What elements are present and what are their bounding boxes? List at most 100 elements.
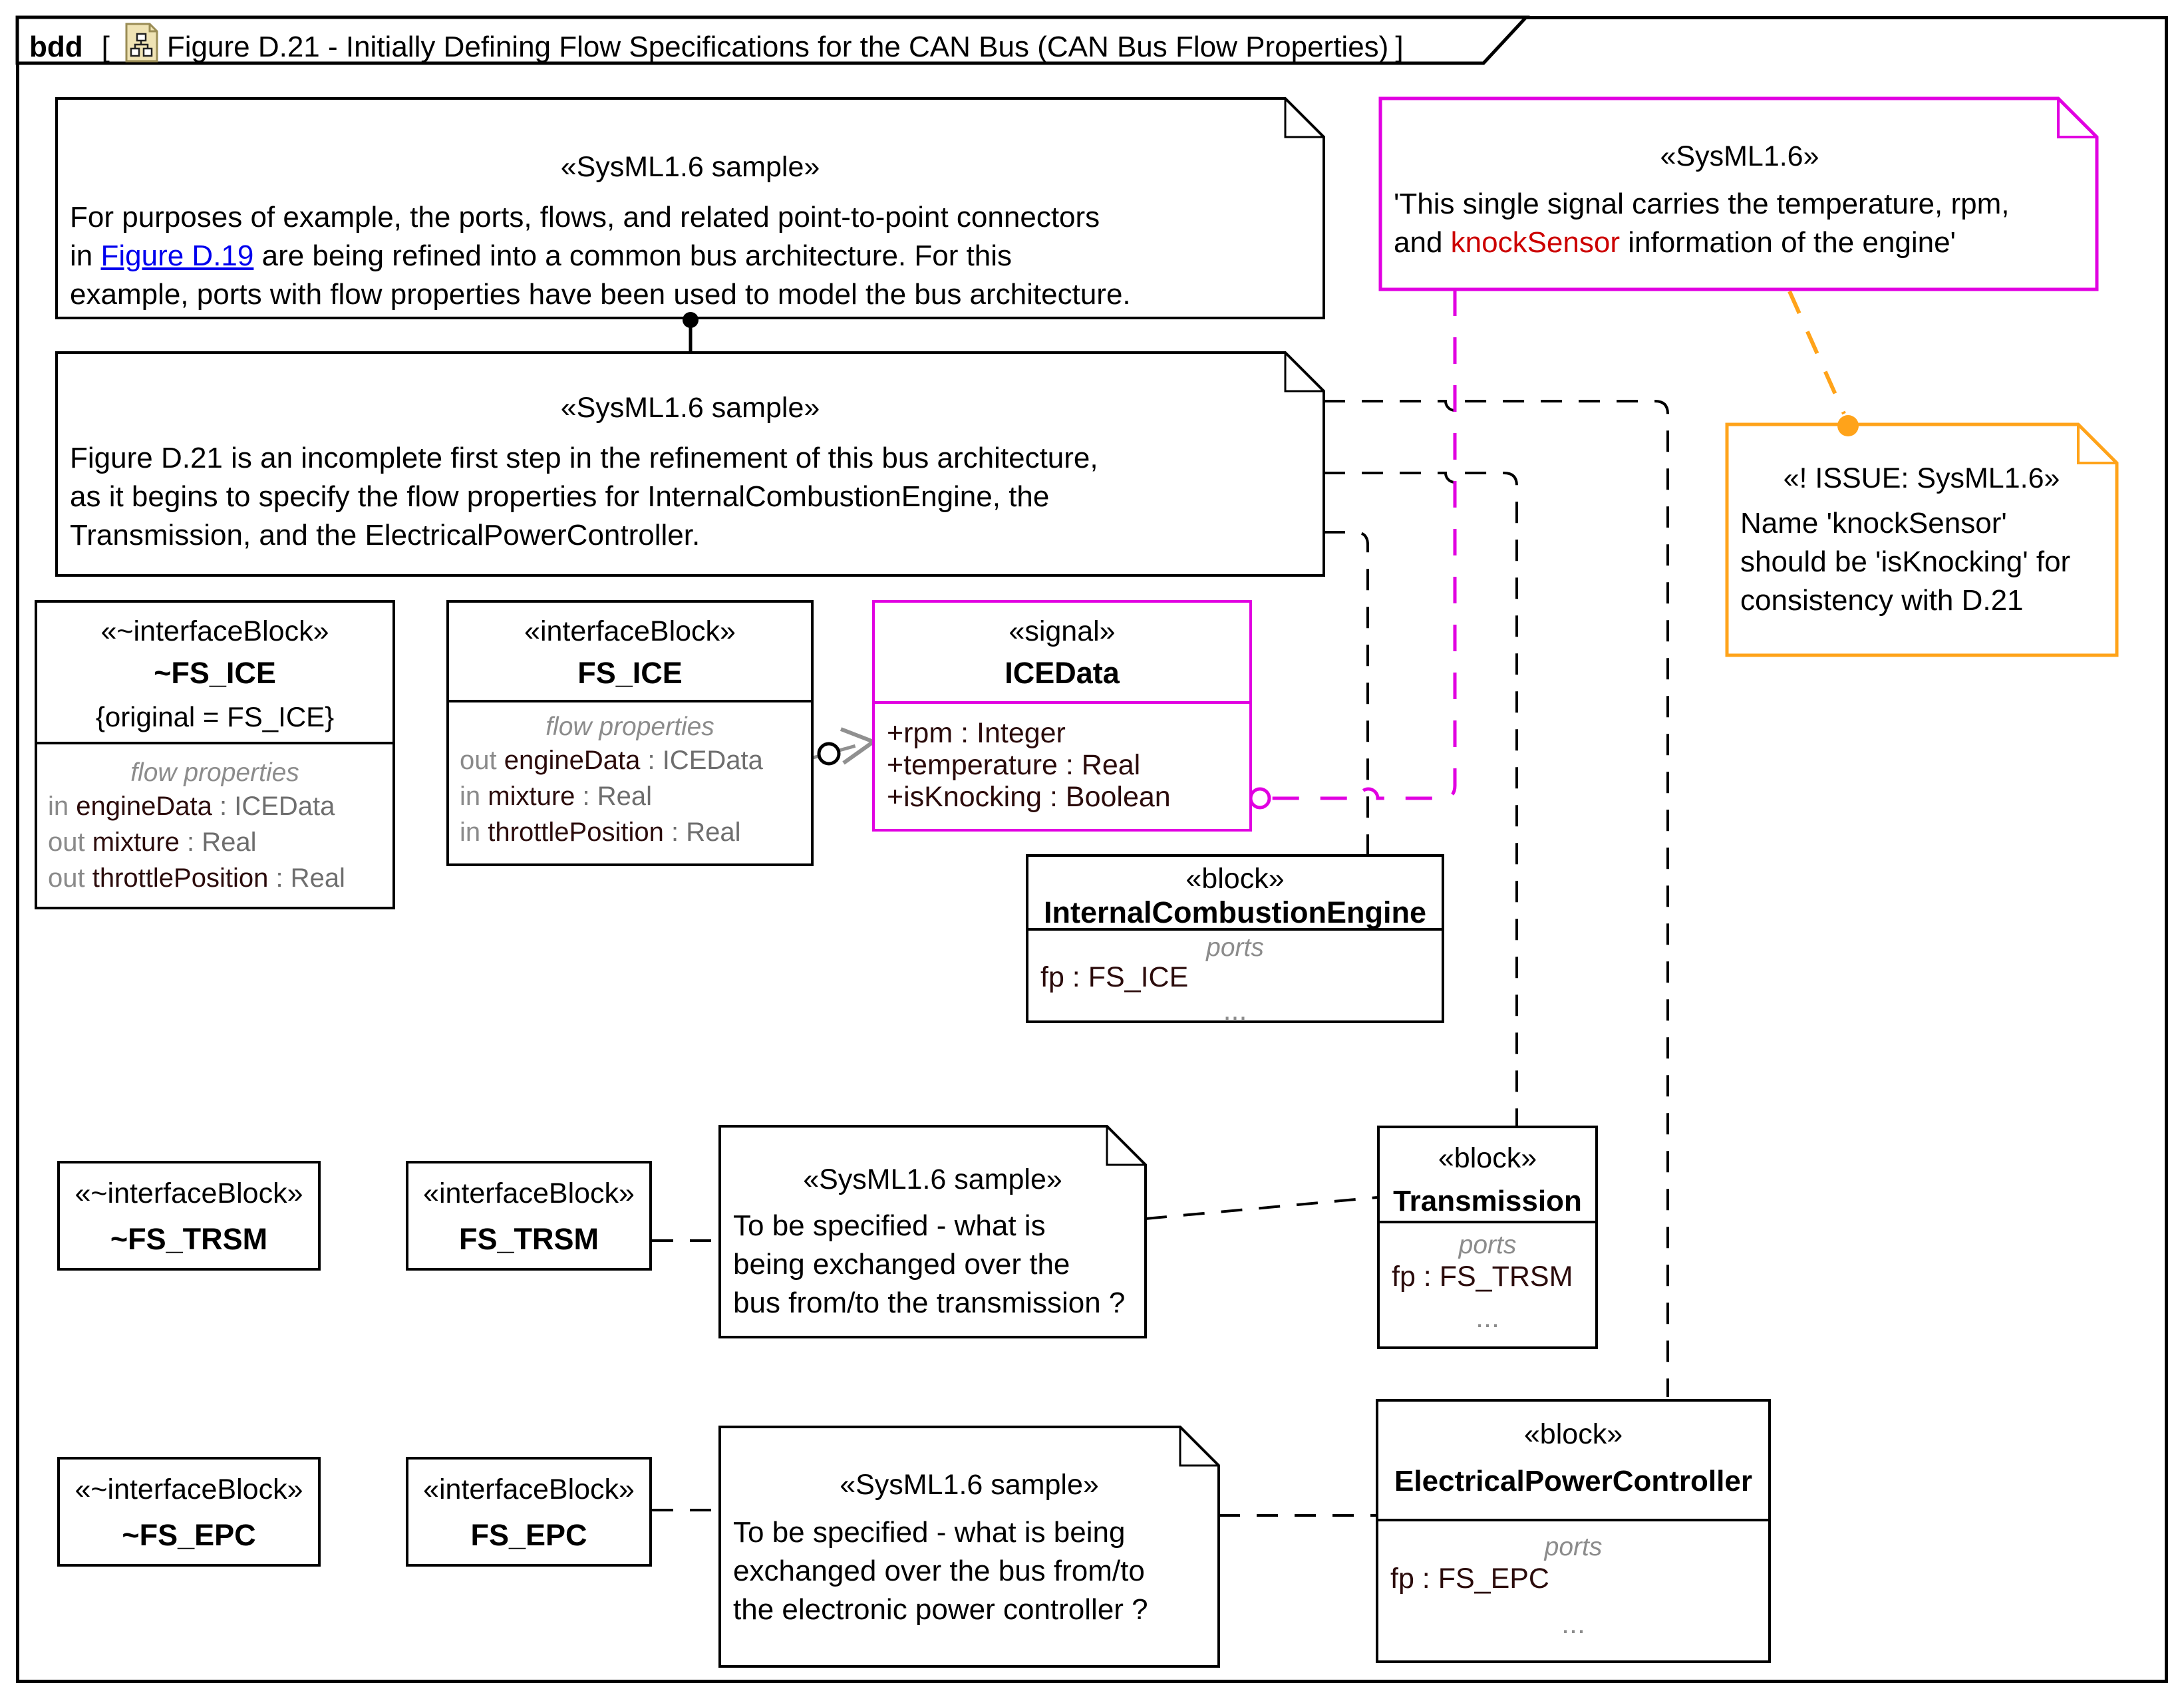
knocksensor-highlight: knockSensor [1450, 226, 1620, 259]
flow-type: : ICEData [220, 792, 335, 821]
note-stereotype: «! ISSUE: SysML1.6» [1783, 462, 2060, 494]
note-line: example, ports with flow properties have… [70, 278, 1131, 311]
note-fold-incomplete [1284, 353, 1324, 392]
note-fold-epc-todo [1179, 1427, 1219, 1467]
note-line: bus from/to the transmission ? [733, 1287, 1126, 1319]
link-figure-d19[interactable]: Figure D.19 [100, 239, 254, 272]
dashed-anchor-epc [1324, 400, 1669, 1397]
block-constraint: {original = FS_ICE} [95, 701, 335, 732]
flow-direction: in [48, 792, 69, 821]
dependency-arrowhead-icon [840, 727, 878, 765]
note-shape-issue [1725, 422, 2119, 657]
note-stereotype: «SysML1.6 sample» [560, 151, 820, 183]
note-line-pre: and [1394, 226, 1451, 259]
orange-anchor-line [1788, 290, 1846, 415]
magenta-anchor-circle [1249, 787, 1271, 810]
block-fs-trsm: «interfaceBlock» FS_TRSM [406, 1161, 652, 1271]
flow-property-row: in throttlePosition : Real [449, 814, 811, 850]
block-fs-ice-conjugate: «~interfaceBlock» ~FS_ICE {original = FS… [35, 600, 395, 909]
block-electrical-power-controller: «block» ElectricalPowerController ports … [1376, 1399, 1771, 1663]
port-row: fp : FS_ICE [1040, 961, 1189, 993]
note-line: Figure D.21 is an incomplete first step … [70, 442, 1098, 474]
note-fold-trsm-todo [1106, 1126, 1146, 1166]
note-line: and knockSensor information of the engin… [1394, 224, 2086, 262]
anchor-dot-notes [683, 312, 699, 328]
signal-attribute: +rpm : Integer [887, 717, 1066, 749]
block-name: ~FS_EPC [122, 1518, 256, 1552]
ellipsis-row: ... [1476, 1302, 1499, 1334]
block-name: InternalCombustionEngine [1043, 895, 1426, 929]
note-line: the electronic power controller ? [733, 1593, 1148, 1626]
block-stereotype: «~interfaceBlock» [75, 1473, 303, 1505]
block-stereotype: «signal» [1009, 615, 1116, 647]
block-fs-epc-conjugate: «~interfaceBlock» ~FS_EPC [57, 1457, 321, 1567]
flow-name: engineData [76, 792, 212, 821]
note-line: Name 'knockSensor' [1740, 507, 2007, 540]
block-stereotype: «interfaceBlock» [423, 1177, 635, 1209]
port-row: fp : FS_EPC [1390, 1563, 1549, 1595]
note-line: For purposes of example, the ports, flow… [70, 201, 1100, 233]
note-fold-issue [2077, 424, 2117, 464]
note-signal-comment: «SysML1.6» 'This single signal carries t… [1394, 138, 2086, 262]
note-stereotype: «SysML1.6 sample» [560, 392, 820, 424]
flow-type: : Real [187, 828, 257, 857]
orange-anchor-dot [1837, 415, 1859, 436]
note-issue: «! ISSUE: SysML1.6» Name 'knockSensor' s… [1740, 460, 2103, 620]
note-stereotype: «SysML1.6» [1660, 140, 1819, 172]
flow-name: engineData [504, 746, 641, 775]
block-transmission: «block» Transmission ports fp : FS_TRSM … [1377, 1126, 1598, 1349]
compartment-title: ports [1544, 1533, 1603, 1561]
magenta-anchor-line [1269, 289, 1457, 800]
compartment-title: flow properties [130, 758, 299, 787]
flow-property-row: in engineData : ICEData [37, 788, 392, 824]
block-name: FS_TRSM [458, 1222, 599, 1256]
note-refine: «SysML1.6 sample» For purposes of exampl… [70, 149, 1311, 314]
ellipsis-row: ... [1561, 1608, 1585, 1640]
title-open-bracket: [ [101, 31, 110, 63]
block-stereotype: «interfaceBlock» [524, 615, 736, 647]
bdd-diagram-icon [124, 22, 159, 73]
note-line-post: information of the engine' [1620, 226, 1956, 259]
note-trsm-todo: «SysML1.6 sample» To be specified - what… [733, 1161, 1132, 1322]
flow-name: throttlePosition [488, 818, 664, 847]
dashed-anchor-transmission [1324, 472, 1518, 1126]
dependency-circle [817, 742, 841, 766]
block-name: ICEData [1005, 656, 1120, 690]
block-stereotype: «~interfaceBlock» [100, 615, 329, 647]
diagram-kind-label: bdd [29, 31, 83, 63]
note-stereotype: «SysML1.6 sample» [803, 1163, 1062, 1195]
note-shape-refine [55, 97, 1325, 319]
note-fold-refine [1284, 98, 1324, 138]
note-line-pre: in [70, 239, 101, 272]
port-row: fp : FS_TRSM [1392, 1261, 1573, 1293]
flow-property-row: out engineData : ICEData [449, 742, 811, 778]
flow-direction: in [460, 818, 481, 847]
flow-type: : ICEData [647, 746, 763, 775]
signal-attribute: +isKnocking : Boolean [887, 781, 1171, 813]
compartment-title: ports [1458, 1231, 1517, 1259]
flow-name: mixture [488, 782, 575, 811]
title-close-bracket: ] [1395, 31, 1404, 63]
note-line: consistency with D.21 [1740, 584, 2024, 617]
note-line: Transmission, and the ElectricalPowerCon… [70, 519, 701, 551]
signal-attribute: +temperature : Real [887, 749, 1141, 781]
flow-name: mixture [92, 828, 180, 857]
note-incomplete: «SysML1.6 sample» Figure D.21 is an inco… [70, 390, 1311, 555]
title-bar: bdd [ Figure D.21 - Initially Defining F… [29, 22, 1410, 73]
block-stereotype: «block» [1185, 863, 1285, 895]
note-line: being exchanged over the [733, 1248, 1070, 1281]
block-name: ~FS_ICE [154, 656, 276, 690]
note-stereotype: «SysML1.6 sample» [840, 1469, 1099, 1501]
note-line: 'This single signal carries the temperat… [1394, 188, 2010, 220]
block-name: FS_ICE [577, 656, 683, 690]
block-internal-combustion-engine: «block» InternalCombustionEngine ports f… [1026, 854, 1444, 1026]
block-name: ElectricalPowerController [1394, 1465, 1752, 1497]
flow-property-row: out mixture : Real [37, 824, 392, 860]
block-stereotype: «~interfaceBlock» [75, 1177, 303, 1209]
block-name: FS_EPC [470, 1518, 587, 1552]
block-name: Transmission [1393, 1185, 1582, 1217]
note-line: exchanged over the bus from/to [733, 1555, 1145, 1587]
note-shape-incomplete [55, 351, 1325, 577]
